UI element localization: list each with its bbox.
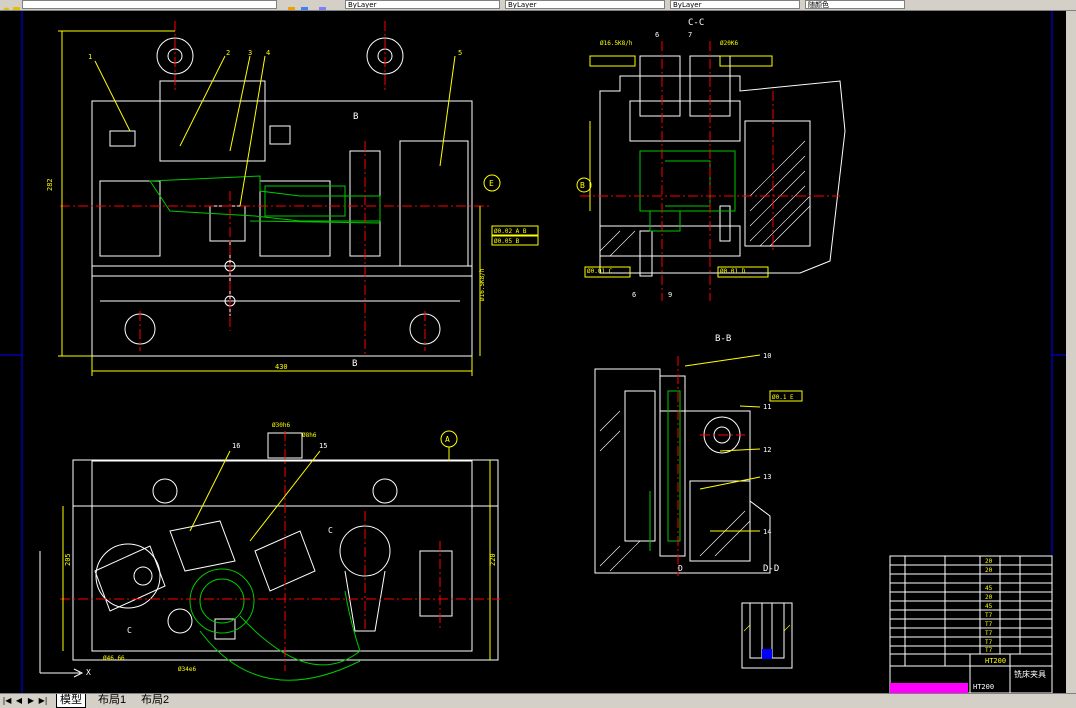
tolerance-frame-1: Ø0.02 A B: [494, 228, 527, 235]
color-dropdown[interactable]: ByLayer: [345, 0, 500, 9]
sun-icon[interactable]: [2, 0, 11, 10]
title-material: HT200: [973, 683, 994, 691]
svg-text:12: 12: [763, 446, 771, 454]
svg-text:5: 5: [458, 49, 462, 57]
svg-text:X: X: [86, 668, 91, 677]
section-bb-title: B-B: [715, 334, 731, 344]
section-mark-b-bottom: B: [352, 359, 357, 369]
svg-text:10: 10: [763, 352, 771, 360]
svg-text:45: 45: [985, 585, 993, 592]
first-tab-button[interactable]: |◀: [2, 696, 12, 705]
svg-text:13: 13: [763, 473, 771, 481]
dim-220: 220: [489, 553, 497, 566]
title-name: 铣床夹具: [1014, 669, 1046, 679]
layer-state-icon[interactable]: [12, 0, 21, 10]
front-view-green: [149, 175, 381, 224]
lineweight-dropdown[interactable]: ByLayer: [670, 0, 800, 9]
svg-text:T7: T7: [985, 621, 993, 628]
tolerance-frame-2: Ø0.05 B: [494, 238, 520, 245]
svg-text:20: 20: [985, 567, 993, 574]
svg-text:14: 14: [763, 528, 771, 536]
svg-text:45: 45: [985, 603, 993, 610]
svg-text:Ø8h6: Ø8h6: [302, 432, 317, 439]
front-view-dims: [58, 30, 501, 376]
svg-text:11: 11: [763, 403, 771, 411]
svg-text:9: 9: [668, 291, 672, 299]
layer-previous-icon[interactable]: [300, 0, 309, 10]
svg-text:Ø0.1 E: Ø0.1 E: [772, 394, 794, 401]
make-current-icon[interactable]: [318, 0, 327, 10]
front-view: [91, 37, 473, 357]
svg-text:T7: T7: [985, 639, 993, 646]
tab-model[interactable]: 模型: [56, 694, 86, 708]
svg-text:B: B: [580, 181, 585, 190]
svg-text:Ø16.5K8/h: Ø16.5K8/h: [600, 40, 633, 47]
drawing-canvas[interactable]: 282 430 E B B 1 2 3 4 5 Ø0.02 A B Ø0.05 …: [0, 11, 1066, 694]
svg-text:6: 6: [655, 31, 659, 39]
svg-text:Ø46.66: Ø46.66: [103, 655, 125, 662]
svg-text:7: 7: [688, 31, 692, 39]
layer-dropdown[interactable]: [22, 0, 277, 9]
front-view-centerlines: [60, 21, 490, 356]
svg-text:Ø16.5K8/h: Ø16.5K8/h: [479, 268, 486, 301]
layer-manager-icon[interactable]: [287, 0, 296, 10]
svg-text:T7: T7: [985, 612, 993, 619]
svg-text:C: C: [127, 626, 132, 635]
title-material-top: HT200: [985, 657, 1006, 665]
section-cc-title: C-C: [688, 18, 704, 28]
tab-layout1[interactable]: 布局1: [98, 694, 127, 706]
vertical-scrollbar[interactable]: [1066, 11, 1076, 693]
top-view-green: [189, 568, 361, 681]
svg-text:3: 3: [248, 49, 252, 57]
drawing-svg: 282 430 E B B 1 2 3 4 5 Ø0.02 A B Ø0.05 …: [0, 11, 1066, 694]
svg-text:Ø0.01 D: Ø0.01 D: [720, 268, 746, 275]
svg-text:T7: T7: [985, 630, 993, 637]
linetype-dropdown[interactable]: ByLayer: [505, 0, 665, 9]
dim-430: 430: [275, 363, 288, 371]
svg-text:D: D: [678, 564, 683, 573]
last-tab-button[interactable]: ▶|: [38, 696, 48, 705]
svg-text:6: 6: [632, 291, 636, 299]
svg-text:20: 20: [985, 558, 993, 565]
section-dd: [741, 602, 793, 669]
svg-text:16: 16: [232, 442, 240, 450]
prev-tab-button[interactable]: ◀: [15, 696, 23, 705]
svg-text:1: 1: [88, 53, 92, 61]
section-cc-green: [639, 150, 736, 232]
datum-e: E: [489, 179, 494, 188]
svg-text:Ø20K6: Ø20K6: [720, 40, 738, 47]
dim-282: 282: [46, 178, 54, 191]
svg-text:T7: T7: [985, 647, 993, 654]
tab-layout2[interactable]: 布局2: [141, 694, 170, 706]
plotstyle-dropdown[interactable]: 随颜色: [805, 0, 905, 9]
section-dd-title: D-D: [763, 564, 779, 574]
section-cc-hatch: [599, 140, 811, 257]
layout-tab-bar: |◀ ◀ ▶ ▶| 模型 布局1 布局2: [0, 693, 1076, 708]
section-mark-b-top: B: [353, 112, 358, 122]
svg-text:Ø30h6: Ø30h6: [272, 422, 290, 429]
svg-text:15: 15: [319, 442, 327, 450]
svg-text:2: 2: [226, 49, 230, 57]
svg-text:20: 20: [985, 594, 993, 601]
svg-text:4: 4: [266, 49, 270, 57]
next-tab-button[interactable]: ▶: [27, 696, 35, 705]
section-cc: [599, 55, 846, 277]
section-bb: [594, 368, 771, 574]
properties-toolbar: ByLayer ByLayer ByLayer 随颜色: [0, 0, 1076, 11]
svg-text:C: C: [328, 526, 333, 535]
datum-a: A: [445, 435, 450, 444]
dim-205: 205: [64, 553, 72, 566]
ucs-icon: [39, 551, 84, 678]
svg-text:Ø34e6: Ø34e6: [178, 666, 196, 673]
svg-text:Ø0.01 C: Ø0.01 C: [587, 268, 613, 275]
